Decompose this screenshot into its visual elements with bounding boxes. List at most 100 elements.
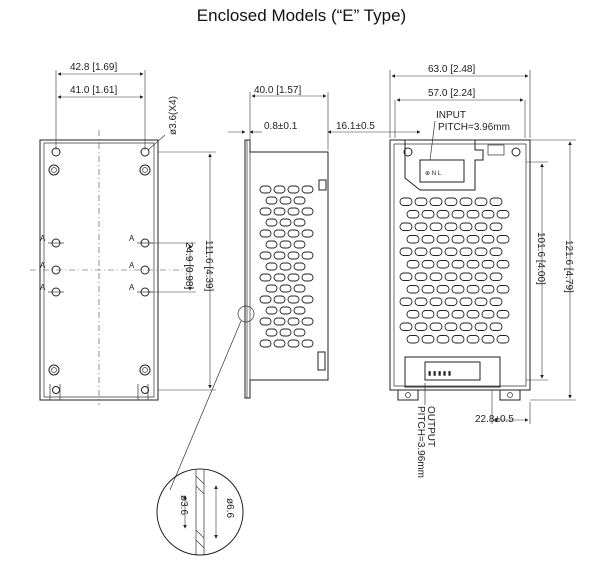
vent-slot	[429, 247, 443, 256]
vent-slot	[429, 222, 443, 231]
vent-slot	[466, 335, 480, 344]
vent-slot	[301, 251, 314, 260]
bottom-view: A A A A A A 42.8 [1.69] 41.0 [1.61] ø3.6…	[30, 62, 216, 405]
vent-slot	[279, 218, 292, 227]
output-pitch-label: PITCH=3.96mm	[415, 406, 426, 478]
vent-slot	[451, 335, 465, 344]
vent-slot	[474, 222, 488, 231]
vent-slot	[293, 328, 306, 337]
dim-side-width: 40.0 [1.57]	[254, 85, 301, 96]
vent-slot	[414, 322, 428, 331]
vent-slot	[273, 207, 286, 216]
section-label-a-5: A	[129, 261, 135, 270]
vent-slot	[474, 197, 488, 206]
detail-circle	[156, 468, 244, 556]
vent-slot	[436, 235, 450, 244]
dim-input-offset: 16.1±0.5	[336, 121, 375, 132]
vent-slot	[489, 247, 503, 256]
vent-slot	[474, 247, 488, 256]
vent-slot	[287, 251, 300, 260]
vent-slot	[489, 272, 503, 281]
vent-slot	[421, 285, 435, 294]
vent-slot	[496, 235, 510, 244]
dim-height-2: 101.6 [4.00]	[535, 232, 546, 285]
vent-slot	[414, 297, 428, 306]
vent-slot	[474, 297, 488, 306]
vent-slot	[287, 339, 300, 348]
vent-slot	[259, 229, 272, 238]
vent-slot	[287, 273, 300, 282]
front-outline	[389, 139, 531, 391]
vent-slot	[459, 247, 473, 256]
vent-slot	[301, 295, 314, 304]
vent-slot	[489, 297, 503, 306]
vent-slot	[293, 262, 306, 271]
dim-mid-width: 24.9 [0.98]	[183, 242, 194, 289]
page-title: Enclosed Models (“E” Type)	[196, 6, 407, 25]
vent-slot	[436, 260, 450, 269]
vent-slot	[273, 317, 286, 326]
vent-slot	[496, 335, 510, 344]
vent-slot	[466, 285, 480, 294]
vent-slot	[451, 210, 465, 219]
vent-slot	[293, 196, 306, 205]
vent-slot	[265, 218, 278, 227]
vent-slot	[429, 297, 443, 306]
vent-slot	[429, 272, 443, 281]
vent-slot	[436, 285, 450, 294]
vent-slot	[279, 328, 292, 337]
dim-left-inner-width: 41.0 [1.61]	[70, 85, 117, 96]
vent-slot	[287, 317, 300, 326]
vent-slot	[436, 210, 450, 219]
dim-output-offset: 22.8±0.5	[475, 414, 514, 425]
vent-slot	[279, 262, 292, 271]
vent-slot	[406, 285, 420, 294]
vent-slot	[399, 197, 413, 206]
vent-slot	[481, 235, 495, 244]
vent-slot	[489, 322, 503, 331]
vent-slot	[259, 295, 272, 304]
vent-slot	[429, 197, 443, 206]
section-label-a-3: A	[40, 283, 46, 292]
vent-slot	[451, 235, 465, 244]
svg-text:▮ ▮ ▮ ▮ ▮: ▮ ▮ ▮ ▮ ▮	[428, 371, 451, 377]
vent-slot	[459, 197, 473, 206]
detail-view: ø3.6 ø6.6	[156, 468, 244, 556]
output-connector	[424, 361, 481, 381]
vent-slot	[273, 185, 286, 194]
side-vent-slots	[259, 185, 314, 348]
input-pitch-label: PITCH=3.96mm	[438, 122, 510, 133]
vent-slot	[421, 310, 435, 319]
vent-slot	[259, 251, 272, 260]
side-view: 40.0 [1.57] 0.8±0.1 16.1±0.5	[169, 85, 421, 491]
vent-slot	[301, 339, 314, 348]
vent-slot	[259, 317, 272, 326]
vent-slot	[406, 235, 420, 244]
vent-slot	[265, 262, 278, 271]
section-label-a-6: A	[129, 283, 135, 292]
vent-slot	[399, 272, 413, 281]
vent-slot	[301, 207, 314, 216]
vent-slot	[301, 185, 314, 194]
vent-slot	[301, 317, 314, 326]
vent-slot	[481, 210, 495, 219]
vent-slot	[421, 260, 435, 269]
vent-slot	[406, 260, 420, 269]
front-view: ⊕ N L ▮ ▮ ▮ ▮ ▮ 63.0 [2.48] 57.0 [2.24] …	[389, 64, 576, 478]
vent-slot	[287, 295, 300, 304]
vent-slot	[496, 310, 510, 319]
vent-slot	[481, 285, 495, 294]
vent-slot	[451, 260, 465, 269]
vent-slot	[481, 310, 495, 319]
vent-slot	[301, 229, 314, 238]
vent-slot	[444, 297, 458, 306]
vent-slot	[466, 310, 480, 319]
vent-slot	[466, 235, 480, 244]
vent-slot	[273, 273, 286, 282]
vent-slot	[444, 322, 458, 331]
vent-slot	[406, 310, 420, 319]
vent-slot	[399, 247, 413, 256]
input-connector	[419, 159, 465, 183]
dim-left-outer-width: 42.8 [1.69]	[70, 62, 117, 73]
